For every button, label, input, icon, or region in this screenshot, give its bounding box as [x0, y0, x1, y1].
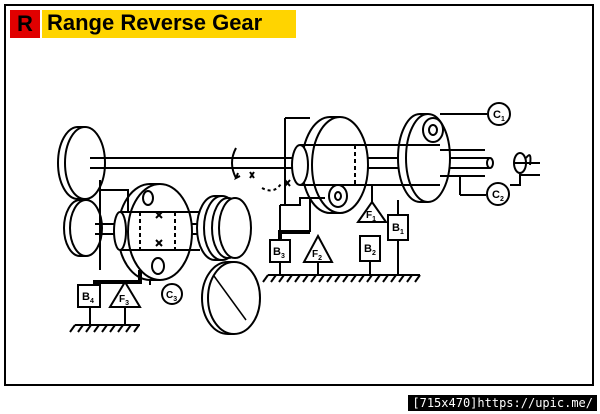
svg-text:B2: B2: [364, 243, 376, 257]
watermark-link[interactable]: [715x470]https://upic.me/: [408, 395, 597, 411]
middle-planetary-unit: [113, 183, 200, 281]
triangle-f2: [302, 233, 334, 263]
clutch-connectors: [440, 113, 540, 196]
triangle-f1: [356, 200, 388, 223]
left-upper-gear: [57, 126, 106, 200]
brake-box-b4: [77, 284, 101, 308]
label-b2: B: [364, 243, 372, 255]
bottom-reverse-gear: [201, 261, 261, 335]
svg-text:C1: C1: [493, 109, 505, 123]
label-f1: F: [366, 210, 372, 221]
range-badge: R: [10, 10, 40, 38]
circle-c1: [487, 102, 511, 126]
label-b1: B: [392, 222, 400, 234]
circle-c2: [486, 182, 510, 206]
page-title: Range Reverse Gear: [47, 10, 263, 35]
label-b4: B: [82, 291, 90, 303]
label-c3: C: [166, 290, 173, 301]
ground-symbols: [69, 274, 421, 333]
rotation-marks: [231, 147, 291, 192]
label-c2: C: [492, 189, 500, 201]
right-drum-assembly: [291, 113, 451, 214]
triangle-f3: [108, 280, 142, 308]
component-labels: C1 C2 C3 B1 B2 B3 B4 F1 F2 F3: [82, 109, 505, 307]
svg-text:C2: C2: [492, 189, 504, 203]
svg-text:F2: F2: [312, 249, 322, 262]
brake-boxes: [77, 214, 409, 308]
one-way-triangles: [108, 200, 388, 308]
svg-text:B1: B1: [392, 222, 404, 236]
middle-right-gear: [196, 195, 252, 261]
label-b3: B: [273, 246, 281, 258]
label-c1: C: [493, 109, 501, 121]
svg-text:C3: C3: [166, 290, 177, 303]
svg-text:B3: B3: [273, 246, 285, 260]
label-f2: F: [312, 249, 318, 260]
svg-text:F1: F1: [366, 210, 376, 223]
brake-box-b3: [269, 239, 291, 263]
output-stub: [440, 149, 540, 177]
title-highlight: [42, 10, 296, 38]
circle-c3: [161, 283, 183, 305]
brake-box-b1: [387, 214, 409, 241]
brake-box-b2: [359, 235, 381, 262]
svg-text:F3: F3: [119, 294, 129, 307]
svg-text:B4: B4: [82, 291, 94, 305]
clutch-circles: [161, 102, 511, 305]
label-f3: F: [119, 294, 125, 305]
